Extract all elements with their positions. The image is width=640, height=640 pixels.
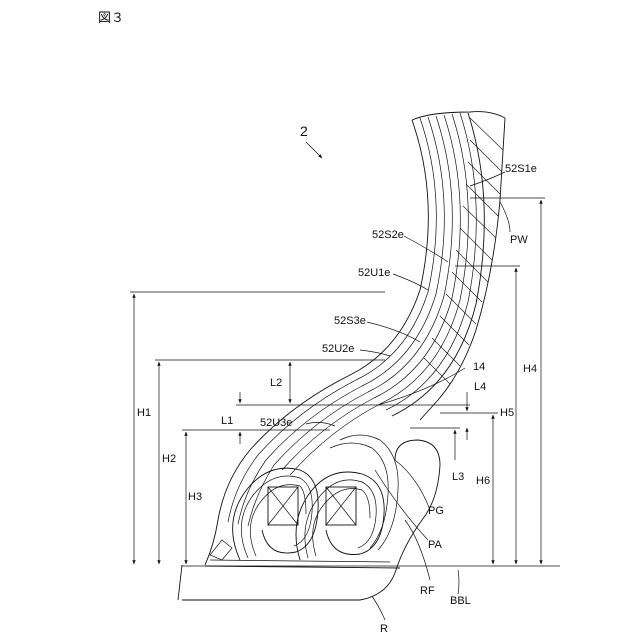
figure-title: 図３ xyxy=(98,10,124,25)
bead-loops xyxy=(233,435,399,560)
label-h3: H3 xyxy=(188,491,202,503)
rim-flange xyxy=(178,440,440,600)
reference-arrow xyxy=(306,142,322,158)
label-h4: H4 xyxy=(523,363,537,375)
bead-core-left xyxy=(268,487,298,525)
bead-core-right xyxy=(326,487,356,525)
label-52u2e: 52U2e xyxy=(322,343,354,355)
label-l3: L3 xyxy=(452,471,464,483)
label-52s1e: 52S1e xyxy=(505,163,537,175)
label-52u1e: 52U1e xyxy=(358,267,390,279)
label-l2: L2 xyxy=(270,377,282,389)
label-h2: H2 xyxy=(162,453,176,465)
label-52u3e: 52U3e xyxy=(260,417,292,429)
label-rf: RF xyxy=(420,585,435,597)
label-pw: PW xyxy=(510,234,528,246)
label-r: R xyxy=(380,623,388,635)
label-52s2e: 52S2e xyxy=(372,229,404,241)
label-l4: L4 xyxy=(474,381,486,393)
label-h5: H5 xyxy=(500,407,514,419)
label-l1: L1 xyxy=(221,415,233,427)
label-pa: PA xyxy=(428,539,443,551)
sidewall-hatching xyxy=(424,118,503,384)
label-h6: H6 xyxy=(476,475,490,487)
label-pg: PG xyxy=(428,505,444,517)
reference-number: 2 xyxy=(300,123,308,139)
label-h1: H1 xyxy=(137,407,151,419)
leader-lines xyxy=(306,172,510,620)
label-14: 14 xyxy=(473,361,485,373)
label-bbl: BBL xyxy=(450,595,471,607)
label-52s3e: 52S3e xyxy=(334,315,366,327)
carcass-ply-layers xyxy=(205,113,484,565)
